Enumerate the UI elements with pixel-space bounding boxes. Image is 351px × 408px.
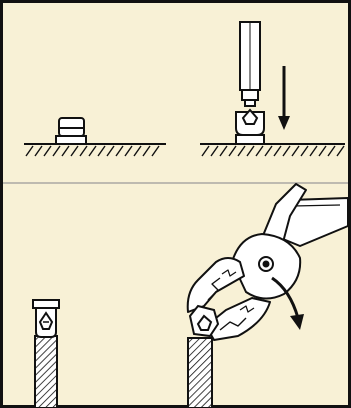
gripped-cap-icon bbox=[188, 304, 220, 338]
top-panel bbox=[24, 21, 345, 157]
ground-right-icon bbox=[200, 143, 345, 157]
press-tool-icon bbox=[235, 21, 265, 145]
pliers-icon bbox=[186, 183, 349, 341]
bottom-panel bbox=[32, 183, 349, 408]
ground-left-icon bbox=[24, 143, 166, 157]
shaft-right-icon bbox=[187, 337, 213, 408]
rotation-arrow-icon bbox=[271, 276, 304, 330]
capped-shaft-icon bbox=[32, 299, 60, 408]
cap-on-surface-icon bbox=[55, 117, 87, 145]
down-arrow-icon bbox=[278, 66, 290, 130]
